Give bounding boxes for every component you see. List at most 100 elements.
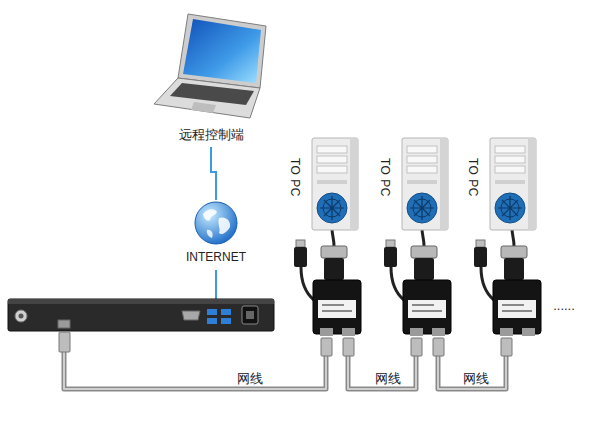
illustration-part (438, 356, 506, 389)
illustration-part (332, 228, 334, 246)
illustration-part (203, 209, 217, 220)
illustration-part (386, 240, 395, 247)
illustration-part (19, 314, 24, 319)
illustration-part (320, 196, 344, 220)
pc-tower (310, 136, 360, 232)
illustration-part (474, 247, 487, 267)
illustration-part (495, 146, 525, 153)
illustration-part (317, 156, 347, 163)
illustration-part (207, 230, 213, 238)
illustration-part (433, 338, 444, 356)
pc-tower (488, 136, 538, 232)
illustration-part (218, 217, 230, 234)
illustration-part (384, 247, 397, 267)
illustration-part (8, 299, 274, 331)
cable-label: 网线 (373, 371, 403, 386)
illustration-part (412, 304, 434, 306)
illustration-part (313, 280, 361, 334)
illustration-part (294, 247, 307, 267)
extender-adapters (294, 228, 541, 336)
illustration-part (191, 102, 216, 113)
illustration-part (317, 180, 347, 184)
illustration-part (495, 180, 525, 184)
illustration-part (64, 352, 326, 389)
illustration-part (501, 338, 512, 356)
extender-adapter (474, 228, 541, 336)
illustration-part (324, 258, 344, 280)
pc-tower (400, 136, 450, 232)
illustration-part (343, 338, 354, 356)
illustration-part (318, 300, 356, 318)
continuation-mark: ...... (551, 298, 577, 313)
illustration-part (495, 166, 525, 173)
illustration-part (498, 300, 536, 318)
illustration-part (296, 240, 305, 247)
illustration-part (411, 338, 422, 356)
node-label: INTERNET (181, 250, 251, 264)
illustration-part (411, 246, 437, 258)
illustration-part (322, 310, 352, 312)
globe-icon (193, 200, 239, 246)
illustration-part (59, 332, 70, 352)
illustration-part (170, 83, 254, 105)
illustration-part (207, 318, 217, 324)
pc-target: TO PC (370, 136, 452, 236)
illustration-part (407, 180, 437, 184)
illustration-part (348, 356, 416, 389)
illustration-part (500, 328, 513, 336)
illustration-part (512, 228, 514, 246)
illustration-part (8, 299, 274, 304)
node-label: 远程控制端 (146, 126, 276, 144)
illustration-part (391, 267, 404, 300)
illustration-part (348, 356, 416, 389)
cable-label: 网线 (235, 371, 265, 386)
illustration-part (342, 328, 355, 336)
illustration-part (195, 202, 237, 244)
pc-port-label: TO PC (288, 158, 302, 197)
illustration-part (154, 78, 260, 118)
illustration-part (221, 309, 231, 315)
illustration-part (317, 193, 347, 223)
illustration-part (312, 138, 358, 230)
illustration-part (407, 146, 437, 153)
network-link (211, 147, 216, 200)
illustration-part (495, 193, 525, 223)
illustration-part (322, 304, 344, 306)
illustration-part (407, 193, 437, 223)
extender-adapter (294, 228, 361, 336)
illustration-part (493, 280, 541, 334)
illustration-part (64, 352, 326, 389)
illustration-part (207, 309, 217, 315)
illustration-part (502, 310, 532, 312)
pc-target: TO PC (458, 136, 540, 236)
illustration-part (242, 306, 258, 324)
illustration-part (321, 246, 347, 258)
illustration-part (432, 328, 445, 336)
illustration-part (490, 138, 536, 230)
illustration-part (501, 246, 527, 258)
illustration-part (182, 311, 200, 320)
illustration-part (422, 228, 424, 246)
illustration-part (317, 146, 347, 153)
illustration-part (58, 320, 70, 328)
illustration-part (317, 166, 347, 173)
illustration-part (407, 156, 437, 163)
illustration-part (476, 240, 485, 247)
illustration-part (440, 138, 448, 230)
pc-target: TO PC (280, 136, 362, 236)
illustration-part (410, 328, 423, 336)
illustration-part (522, 328, 535, 336)
illustration-part (320, 328, 333, 336)
illustration-part (408, 300, 446, 318)
illustration-part (502, 304, 524, 306)
illustration-part (504, 258, 524, 280)
illustration-part (495, 156, 525, 163)
illustration-part (403, 280, 451, 334)
network-cable (64, 352, 506, 389)
illustration-part (407, 166, 437, 173)
illustration-part (221, 318, 231, 324)
illustration-part (414, 258, 434, 280)
